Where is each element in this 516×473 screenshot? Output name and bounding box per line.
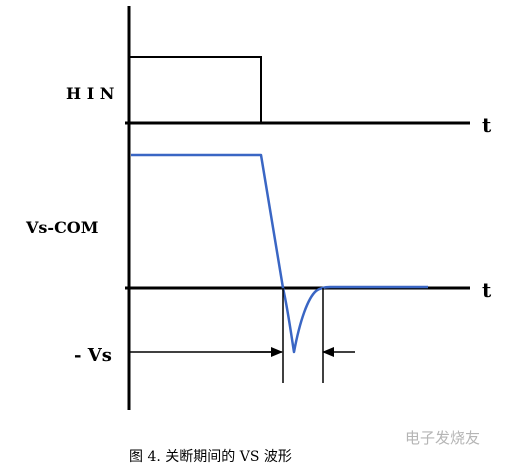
- watermark: 电子发烧友: [405, 429, 480, 447]
- hin-label: H I N: [66, 84, 114, 103]
- vs-com-waveform: [131, 153, 428, 354]
- figure-caption: 图 4. 关断期间的 VS 波形: [129, 449, 292, 465]
- hin-pulse: [129, 56, 262, 123]
- t-label-upper: t: [482, 113, 492, 137]
- t-label-lower: t: [482, 278, 492, 302]
- neg-vs-label: - Vs: [74, 345, 112, 366]
- vs-com-label: Vs-COM: [25, 218, 98, 237]
